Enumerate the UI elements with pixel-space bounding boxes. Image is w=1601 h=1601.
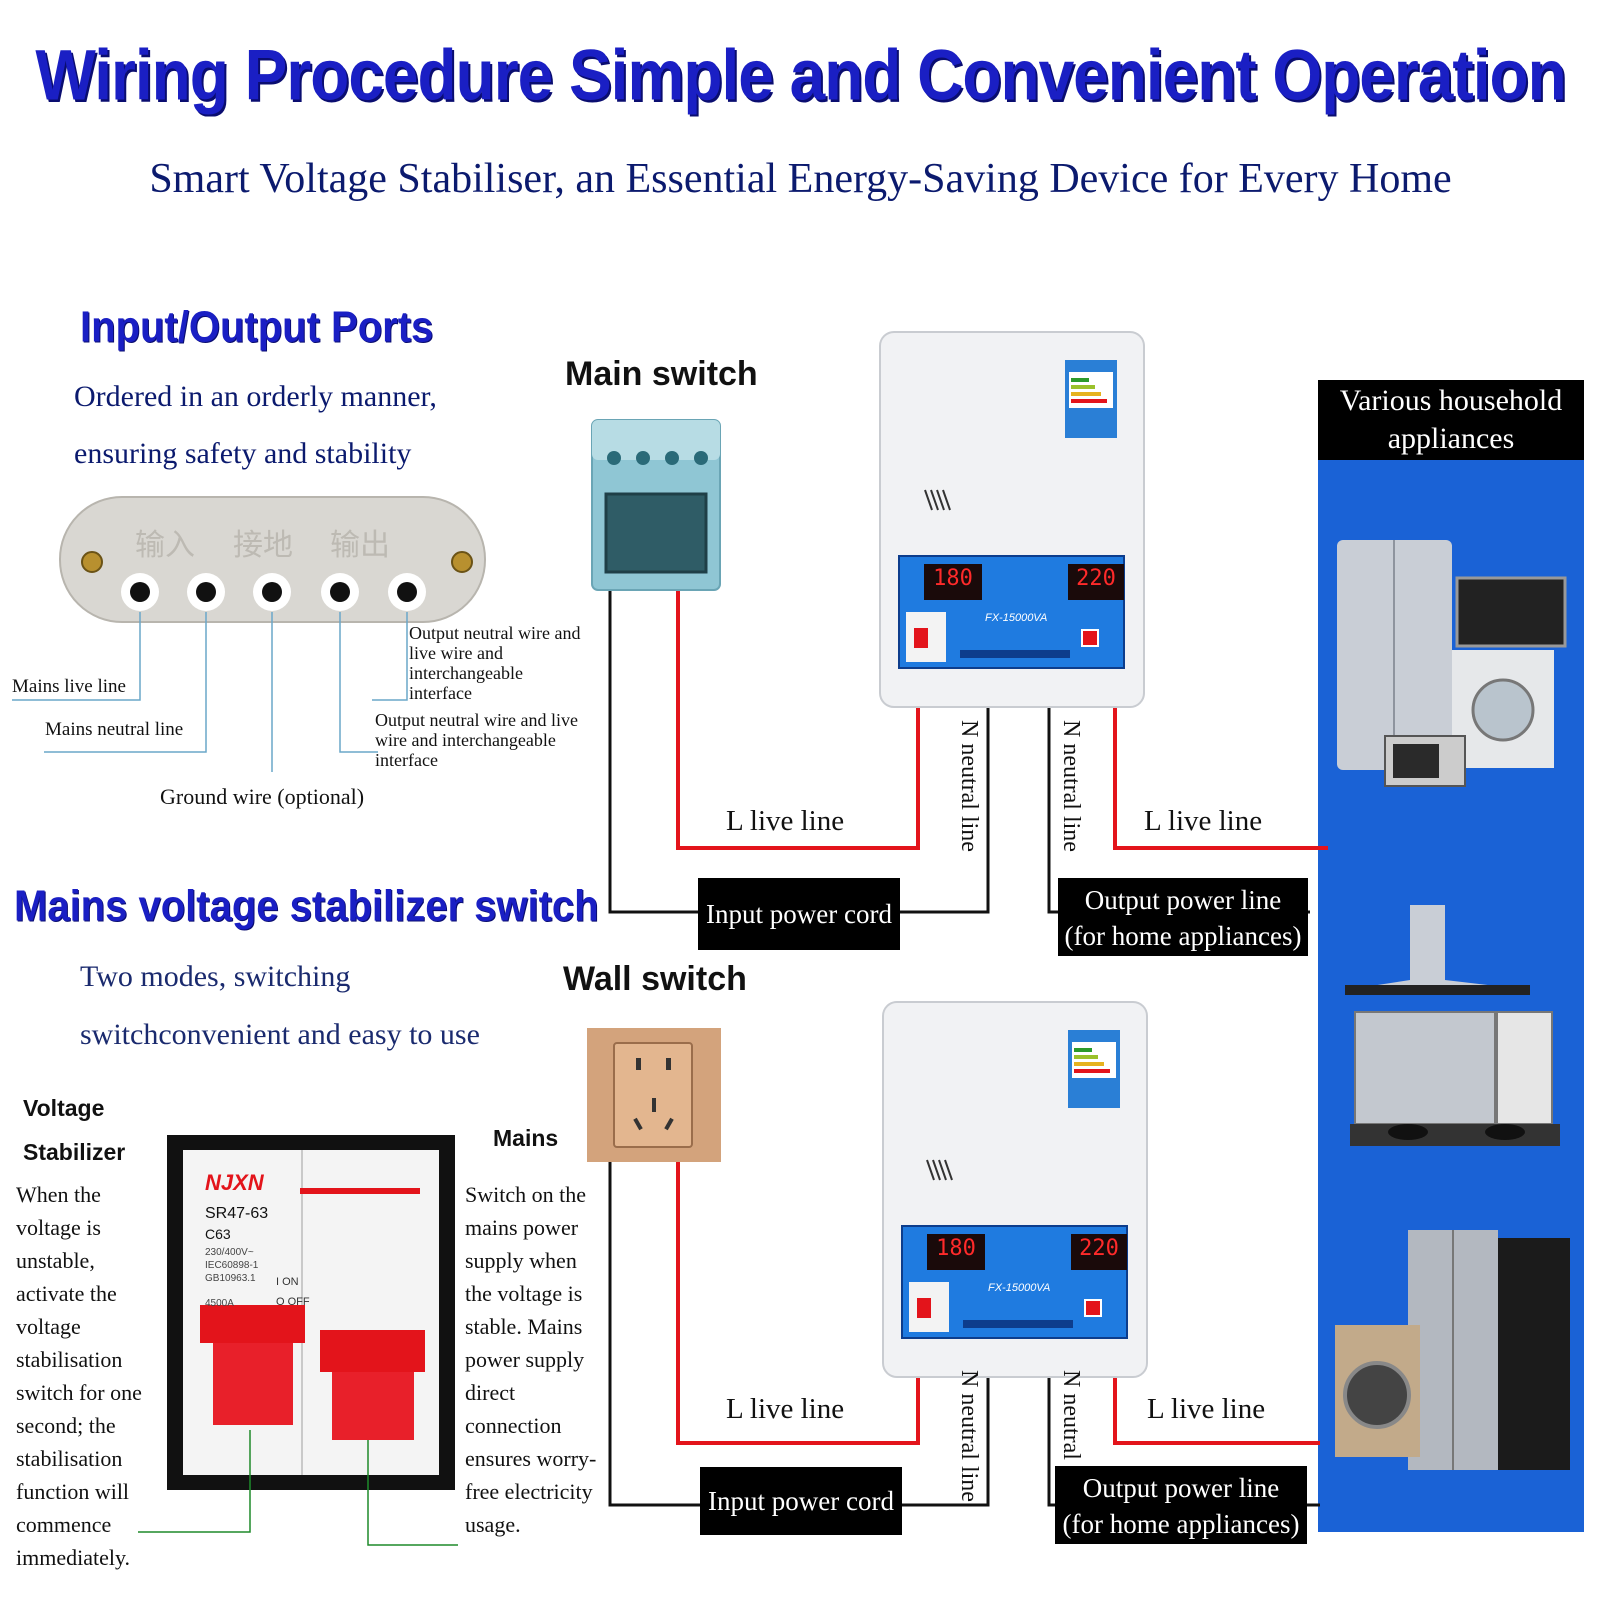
label-mains-live: Mains live line — [12, 676, 126, 697]
appliance-group-3 — [1335, 1230, 1570, 1470]
breaker-cap: 4500A — [205, 1298, 234, 1309]
appliance-group-1 — [1337, 540, 1567, 787]
stabilizer-text: When the voltage is unstable, activate t… — [16, 1182, 142, 1570]
stabilizer-heading-2: Stabilizer — [23, 1139, 126, 1165]
stabilizer-heading-1: Voltage — [23, 1095, 105, 1121]
top-display-input: 180 — [933, 566, 973, 591]
ports-desc-line2: ensuring safety and stability — [74, 437, 412, 470]
top-display-output: 220 — [1076, 566, 1116, 591]
top-input-live-wire — [676, 588, 920, 850]
port-label-ground: 接地 — [233, 528, 293, 563]
breaker-spec3: GB10963.1 — [205, 1273, 256, 1284]
stabilizer-bottom — [882, 1001, 1148, 1378]
main-switch-label: Main switch — [565, 355, 758, 393]
main-switch-device — [591, 419, 721, 591]
top-model-plate: FX-15000VA — [985, 612, 1048, 624]
bottom-display-input: 180 — [936, 1236, 976, 1261]
top-output-line-1: Output power line — [1084, 885, 1282, 915]
breaker-spec2: IEC60898-1 — [205, 1260, 259, 1271]
wall-switch-label: Wall switch — [563, 960, 747, 998]
breaker-rating: C63 — [205, 1226, 231, 1242]
bottom-output-line-2: (for home appliances) — [1062, 1509, 1300, 1539]
ports-desc-line1: Ordered in an orderly manner, — [74, 380, 437, 413]
label-ground: Ground wire (optional) — [160, 784, 365, 809]
appliances-title: Various household appliances — [1318, 380, 1584, 460]
top-input-neutral-label: N neutral line — [956, 720, 982, 852]
breaker-brand: NJXN — [205, 1170, 264, 1195]
mains-heading: Mains — [493, 1125, 559, 1151]
switch-heading: Mains voltage stabilizer switch — [14, 881, 599, 931]
wall-switch-device — [587, 1028, 721, 1162]
bottom-input-power-cord: Input power cord — [700, 1467, 902, 1535]
bottom-model-plate: FX-15000VA — [988, 1282, 1051, 1294]
port-leader-lines — [12, 612, 408, 772]
breaker-device — [167, 1135, 455, 1490]
port-panel — [59, 496, 486, 623]
label-output-2: Output neutral wire and live wire and in… — [375, 710, 578, 770]
top-output-line-2: (for home appliances) — [1064, 921, 1302, 951]
bottom-input-neutral-label: N neutral line — [956, 1370, 982, 1502]
label-output-1: Output neutral wire and live wire and in… — [409, 623, 581, 703]
bottom-display-output: 220 — [1079, 1236, 1119, 1261]
bottom-input-live-wire — [676, 1160, 920, 1445]
bottom-input-live-label: L live line — [726, 1393, 845, 1425]
switch-desc-line1: Two modes, switching — [80, 960, 351, 993]
bottom-output-live-label: L live line — [1147, 1393, 1266, 1425]
bottom-output-live-wire — [1113, 1375, 1320, 1445]
page-title: Wiring Procedure Simple and Convenient O… — [35, 34, 1566, 116]
switch-desc-line2: switchconvenient and easy to use — [80, 1018, 480, 1051]
top-output-live-label: L live line — [1144, 805, 1263, 837]
breaker-spec1: 230/400V~ — [205, 1247, 254, 1258]
stabilizer-top — [879, 331, 1145, 708]
breaker-model: SR47-63 — [205, 1205, 269, 1222]
label-mains-neutral: Mains neutral line — [45, 719, 184, 740]
port-label-output: 输出 — [330, 528, 390, 563]
ports-heading: Input/Output Ports — [80, 302, 434, 352]
bottom-output-neutral-label: N neutral — [1058, 1370, 1084, 1460]
appliance-group-2 — [1345, 905, 1560, 1146]
top-output-neutral-label: N neutral line — [1058, 720, 1084, 852]
top-input-power-cord: Input power cord — [698, 878, 900, 950]
breaker-off-label: O OFF — [276, 1296, 310, 1308]
top-input-live-label: L live line — [726, 805, 845, 837]
mains-text: Switch on the mains power supply when th… — [465, 1182, 597, 1537]
bottom-output-line-1: Output power line — [1082, 1473, 1280, 1503]
page-subtitle: Smart Voltage Stabiliser, an Essential E… — [149, 156, 1452, 202]
breaker-leader-right — [367, 1440, 458, 1546]
top-output-live-wire — [1113, 705, 1328, 850]
breaker-on-label: I ON — [276, 1276, 299, 1288]
breaker-leader-left — [138, 1430, 251, 1533]
port-label-input: 输入 — [135, 528, 195, 563]
